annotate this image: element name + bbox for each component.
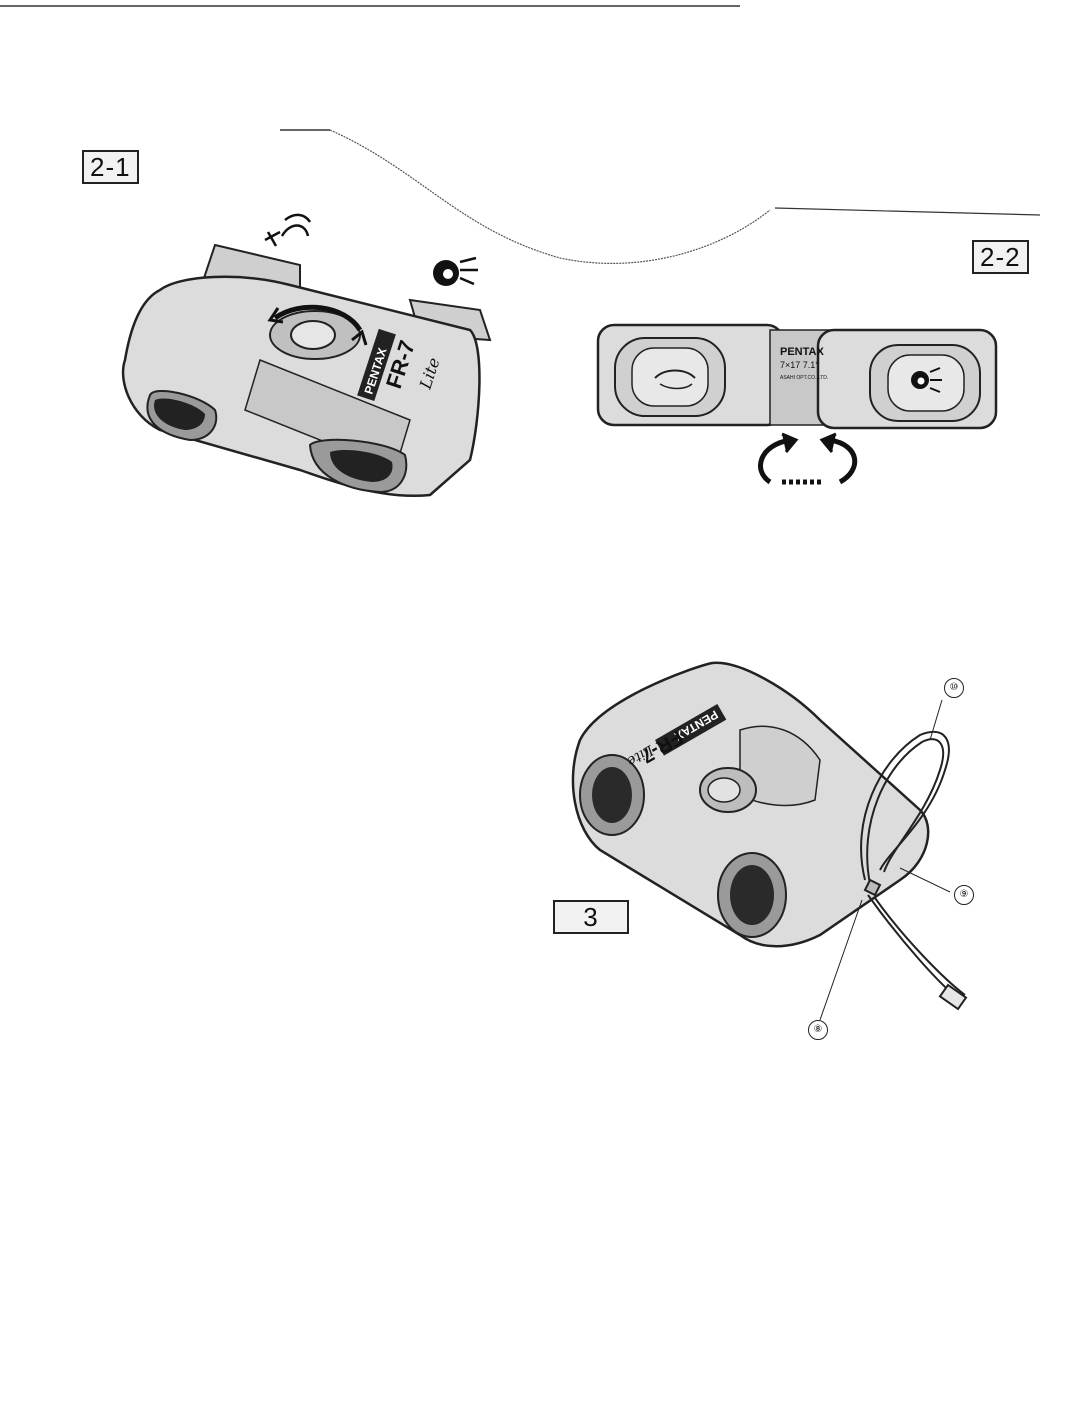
- figure-label-2-2: 2-2: [972, 240, 1029, 274]
- binocular-body-2-1: [121, 243, 492, 497]
- rotation-arrows-icon: [758, 432, 858, 485]
- figure-label-text: 2-1: [90, 152, 131, 182]
- spec-label: 7×17 7.1°: [780, 360, 819, 370]
- binocular-body-2-2: [596, 323, 998, 430]
- wrist-strap: [860, 730, 968, 1011]
- callout-text: ⑩: [949, 682, 959, 693]
- callout-strap-connector: ⑧: [808, 1020, 828, 1040]
- maker-label: ASAHI OPT.CO.,LTD.: [780, 375, 828, 381]
- callout-strap-eyelet: ⑨: [954, 885, 974, 905]
- figure-label-3: 3: [553, 900, 629, 934]
- callout-strap-loop: ⑩: [944, 678, 964, 698]
- open-eye-icon: [433, 256, 478, 286]
- figure-label-text: 3: [583, 902, 599, 932]
- diopter-adjust-arrow-icon: [267, 304, 368, 346]
- callout-text: ⑧: [813, 1024, 823, 1035]
- figure-label-2-1: 2-1: [82, 150, 139, 184]
- figure-label-text: 2-2: [980, 242, 1021, 272]
- callout-text: ⑨: [959, 889, 969, 900]
- brand-label-2-2: PENTAX: [780, 346, 824, 358]
- binocular-body-3: [571, 661, 930, 948]
- closed-eye-icon: [264, 213, 312, 247]
